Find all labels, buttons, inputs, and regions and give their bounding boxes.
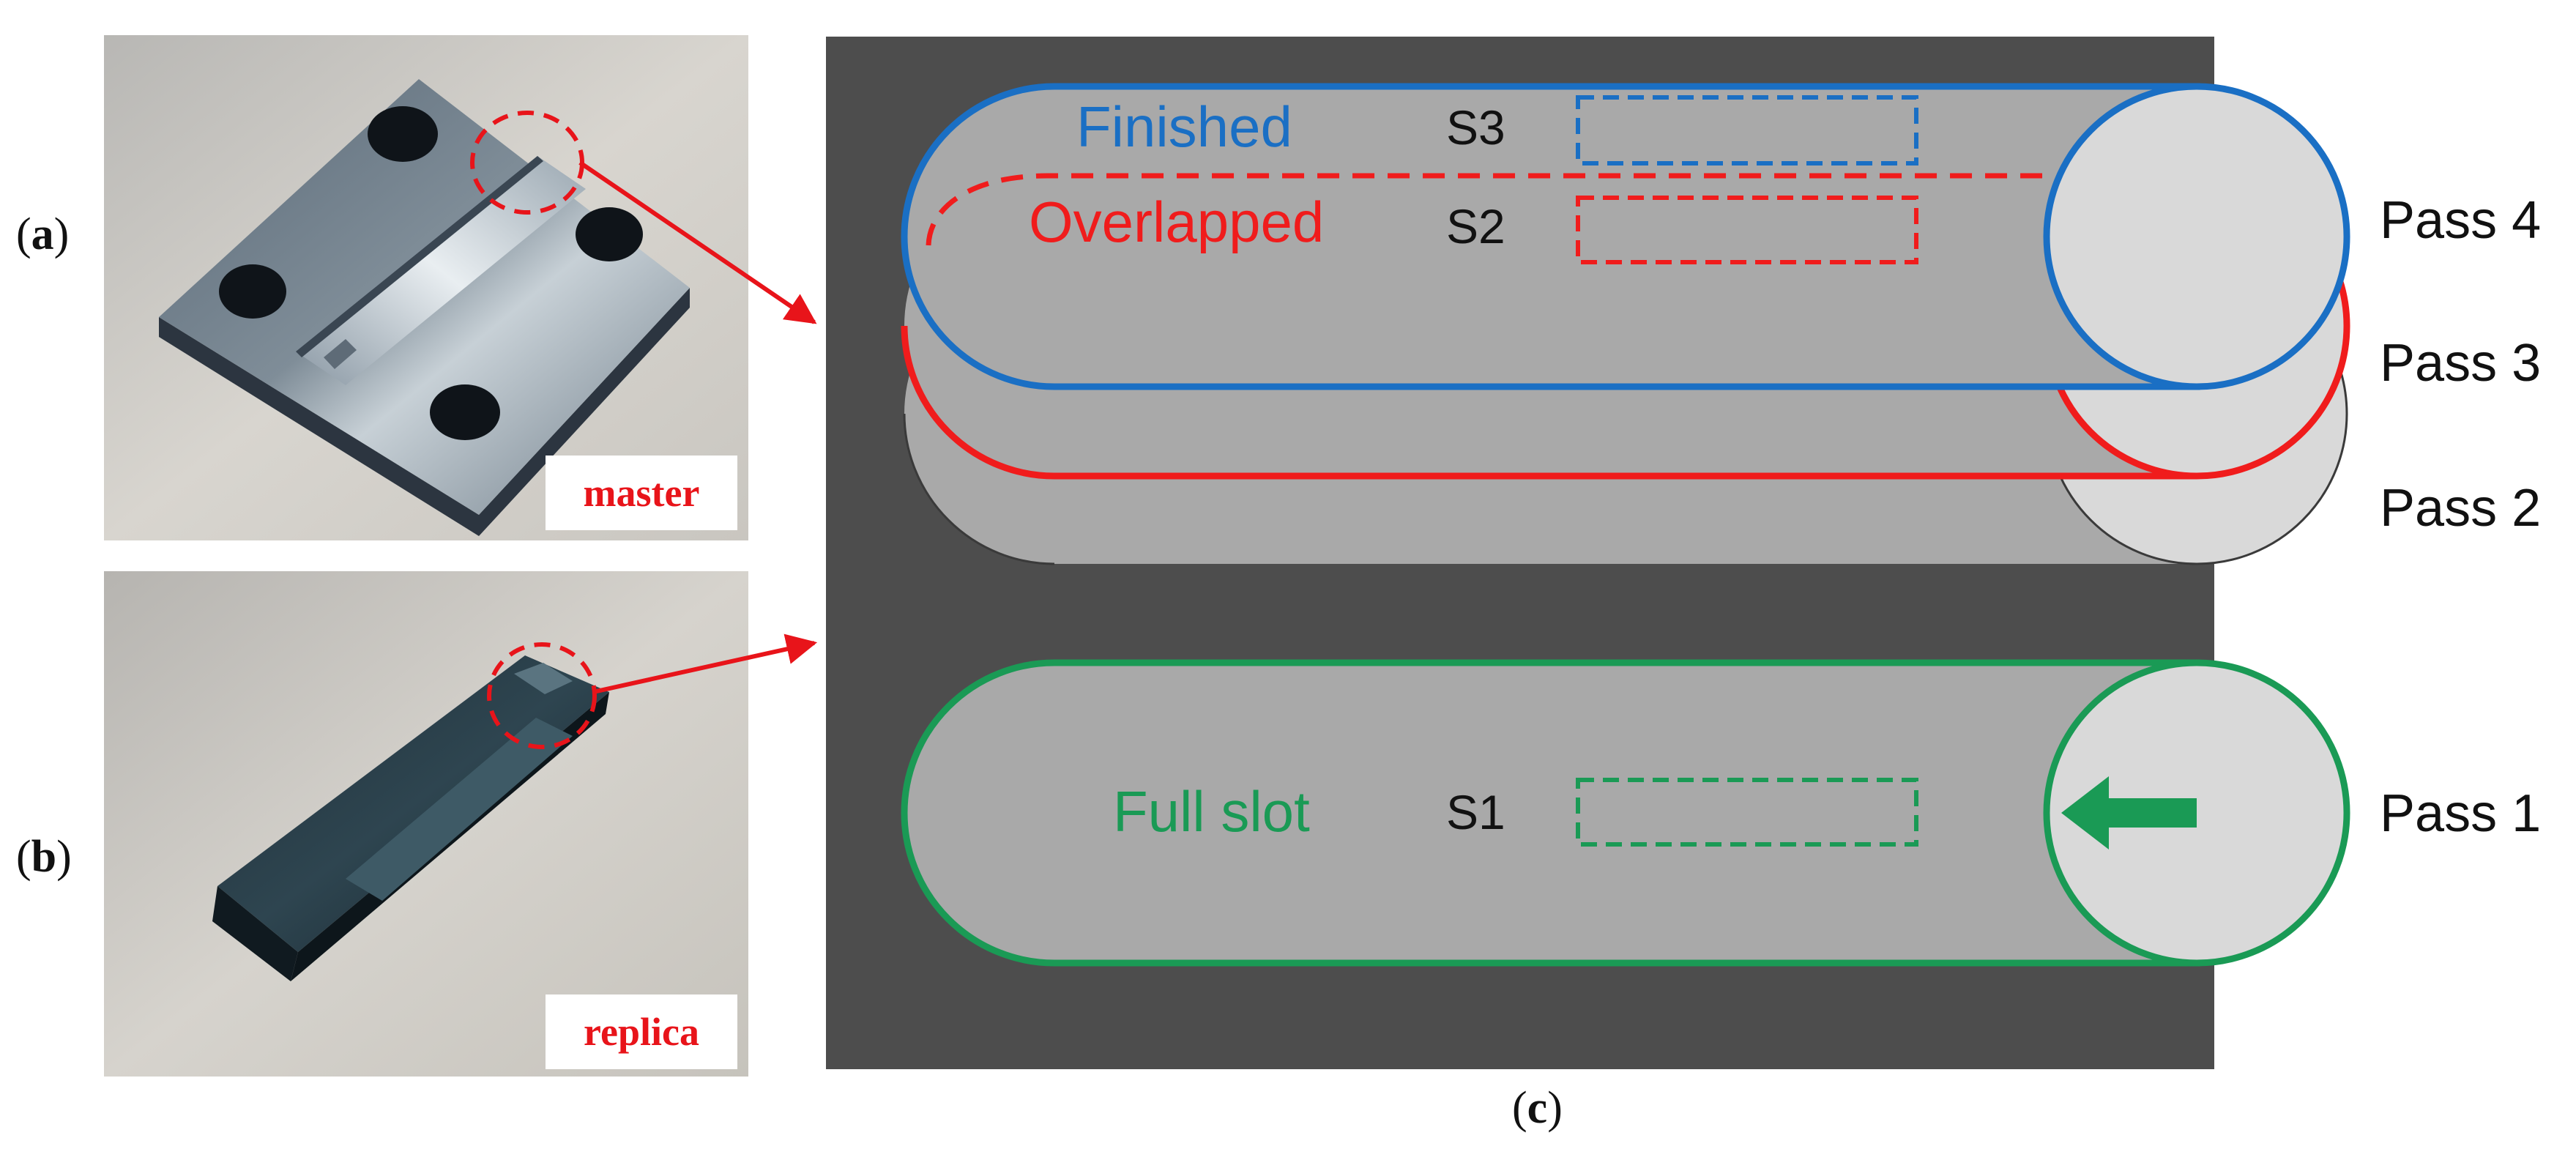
replica-callout-circle	[487, 642, 597, 749]
panel-label-c: (c)	[1512, 1083, 1563, 1133]
replica-photo	[104, 571, 748, 1077]
panel-label-a: (a)	[16, 209, 70, 259]
pass-3-label: Pass 3	[2380, 334, 2541, 393]
s2-label: S2	[1446, 199, 1505, 253]
replica-tag: replica	[546, 994, 737, 1069]
pass-4-label: Pass 4	[2380, 191, 2541, 250]
left-arrow-icon	[2061, 776, 2197, 849]
s2-area	[1576, 196, 1918, 264]
s1-area	[1576, 778, 1918, 847]
panel-label-b: (b)	[16, 832, 72, 882]
master-callout-circle	[470, 111, 584, 215]
s1-label: S1	[1446, 785, 1505, 839]
master-callout-arrow	[578, 160, 817, 324]
pass-1-slot	[901, 659, 2350, 967]
overlapped-label: Overlapped	[1029, 190, 1324, 254]
pass-1-label: Pass 1	[2380, 784, 2541, 843]
s3-area	[1576, 95, 1918, 166]
finished-label: Finished	[1076, 94, 1292, 159]
pass-2-label: Pass 2	[2380, 479, 2541, 538]
full-slot-label: Full slot	[1113, 779, 1310, 844]
pass-4-slot	[901, 83, 2350, 390]
s3-label: S3	[1446, 100, 1505, 155]
master-tag: master	[546, 456, 737, 530]
replica-callout-arrow	[592, 633, 818, 694]
